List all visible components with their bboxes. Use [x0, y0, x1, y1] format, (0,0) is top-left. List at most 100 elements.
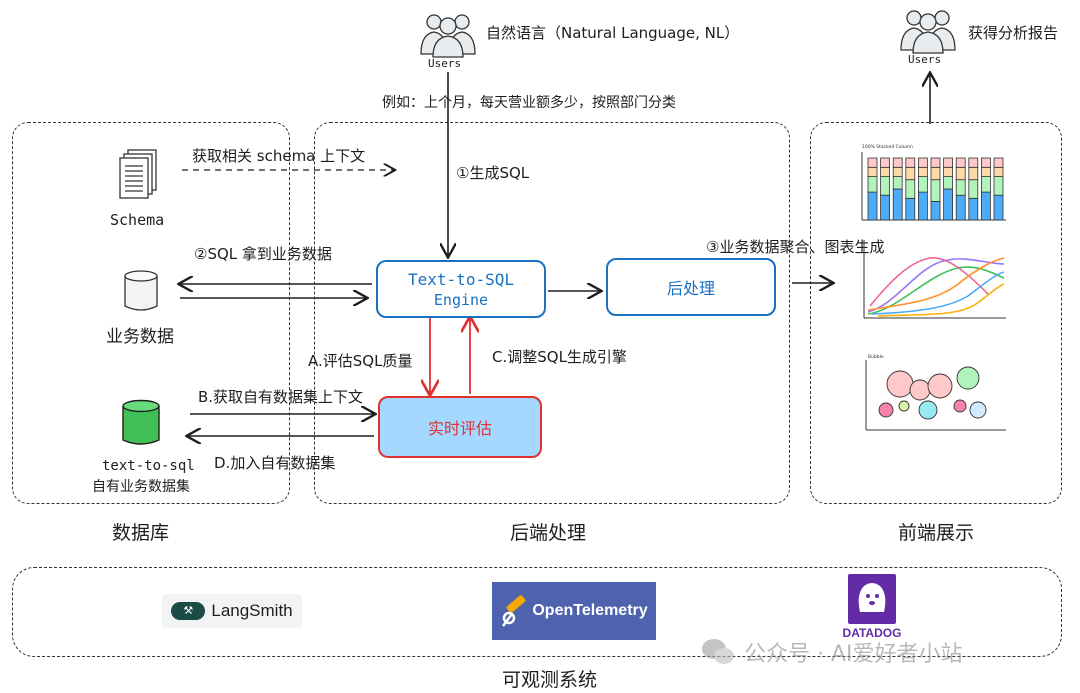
stacked-bar-segment	[930, 201, 941, 221]
stacked-bar-segment	[943, 176, 953, 190]
stacked-bar-segment	[968, 157, 979, 168]
stacked-bar-segment	[905, 157, 916, 168]
bubble	[956, 366, 980, 390]
stacked-bar-segment	[943, 166, 953, 177]
stacked-bar-segment	[993, 194, 1004, 221]
observability-caption: 可观测系统	[502, 669, 598, 691]
stacked-bar-segment	[993, 166, 1004, 177]
stacked-bar-segment	[867, 191, 878, 221]
bubble-chart: Bubble	[865, 354, 1006, 431]
stacked-chart-title: 100% Stacked Column	[862, 144, 913, 150]
bubble	[878, 402, 894, 418]
stacked-bar-segment	[918, 191, 928, 221]
engine-line1: Text-to-SQL	[408, 269, 514, 289]
dataset-db-icon	[122, 399, 160, 445]
stacked-bar-segment	[955, 194, 966, 221]
stacked-bar-segment	[981, 191, 991, 221]
datadog-logo: DATADOG	[836, 572, 908, 648]
opentelemetry-name: OpenTelemetry	[532, 602, 648, 619]
stacked-bar-segment	[930, 166, 941, 181]
post-process-box: 后处理	[606, 258, 776, 316]
stacked-bar-segment	[943, 188, 953, 221]
stacked-column-chart: 100% Stacked Column	[861, 144, 1006, 221]
stacked-bar-segment	[905, 166, 916, 181]
watermark: 公众号 · AI爱好者小站	[700, 636, 963, 668]
line-series	[869, 257, 989, 307]
schema-document-icon	[119, 149, 157, 199]
langsmith-name: LangSmith	[211, 601, 293, 620]
label-get-dataset: B.获取自有数据集上下文	[198, 388, 364, 406]
analysis-report-text: 获得分析报告	[968, 24, 1059, 42]
bubble-chart-title: Bubble	[868, 354, 884, 360]
example-text: 例如：上个月，每天营业额多少，按照部门分类	[382, 95, 676, 111]
stacked-bar-segment	[981, 157, 991, 168]
output-users-label: Users	[908, 53, 942, 66]
natural-language-text: 自然语言（Natural Language, NL）	[486, 24, 740, 42]
opentelemetry-logo: OpenTelemetry	[492, 582, 656, 640]
schema-label: Schema	[110, 211, 165, 229]
stacked-bar-segment	[905, 197, 916, 221]
datadog-name: DATADOG	[842, 626, 902, 640]
stacked-bar-segment	[918, 157, 928, 168]
label-generate-sql: ①生成SQL	[456, 164, 530, 182]
stacked-bar-segment	[968, 179, 979, 199]
line-series	[867, 266, 1005, 315]
stacked-bar-segment	[867, 176, 878, 193]
realtime-eval-box: 实时评估	[378, 396, 542, 458]
datadog-dog-icon	[848, 574, 896, 624]
stacked-bar-segment	[880, 176, 891, 196]
stacked-bar-segment	[918, 166, 928, 177]
top-users-label: Users	[428, 57, 462, 70]
stacked-bar-segment	[880, 166, 891, 177]
database-caption: 数据库	[112, 522, 170, 544]
stacked-bar-segment	[968, 197, 979, 221]
label-get-schema: 获取相关 schema 上下文	[192, 147, 366, 165]
label-adjust-engine: C.调整SQL生成引擎	[492, 348, 627, 366]
engine-line2: Engine	[433, 290, 489, 309]
stacked-bar-segment	[993, 157, 1004, 168]
stacked-bar-segment	[981, 176, 991, 193]
stacked-bar-segment	[867, 157, 878, 168]
langsmith-icon: ⚒	[171, 602, 206, 620]
label-aggregate-chart: ③业务数据聚合、图表生成	[706, 238, 885, 256]
telescope-icon	[502, 595, 526, 627]
stacked-bar-segment	[918, 176, 928, 193]
label-sql-get-data: ②SQL 拿到业务数据	[194, 245, 332, 263]
line-chart	[863, 240, 1006, 319]
users-icon	[420, 14, 476, 58]
bubble	[898, 400, 910, 412]
stacked-bar-segment	[892, 188, 903, 221]
line-series	[871, 271, 1005, 315]
business-data-label: 业务数据	[106, 327, 174, 347]
stacked-bar-segment	[892, 166, 903, 177]
bubble	[886, 370, 914, 398]
stacked-bars	[867, 157, 1004, 221]
wechat-icon	[702, 639, 734, 664]
stacked-bar-segment	[993, 176, 1004, 196]
stacked-bar-segment	[905, 179, 916, 199]
realtime-eval-label: 实时评估	[427, 419, 492, 438]
bubble	[969, 401, 987, 419]
frontend-caption: 前端展示	[898, 522, 975, 544]
users-output-icon	[900, 10, 956, 54]
database-region	[12, 122, 290, 504]
stacked-bar-segment	[880, 157, 891, 168]
stacked-bar-segment	[930, 157, 941, 168]
label-eval-quality: A.评估SQL质量	[308, 352, 413, 370]
line-series	[867, 258, 1005, 313]
stacked-bar-segment	[930, 179, 941, 202]
stacked-bar-segment	[892, 157, 903, 168]
watermark-text: 公众号 · AI爱好者小站	[744, 642, 963, 667]
line-series	[877, 283, 1005, 317]
stacked-bar-segment	[867, 166, 878, 177]
observability-region	[12, 567, 1062, 657]
backend-region	[314, 122, 790, 504]
business-db-icon	[124, 270, 158, 311]
backend-caption: 后端处理	[510, 522, 587, 544]
stacked-bar-segment	[943, 157, 953, 168]
bubble	[953, 399, 967, 413]
stacked-bar-segment	[968, 166, 979, 181]
dataset-label-line1: text-to-sql	[102, 458, 195, 474]
stacked-bar-segment	[955, 166, 966, 181]
